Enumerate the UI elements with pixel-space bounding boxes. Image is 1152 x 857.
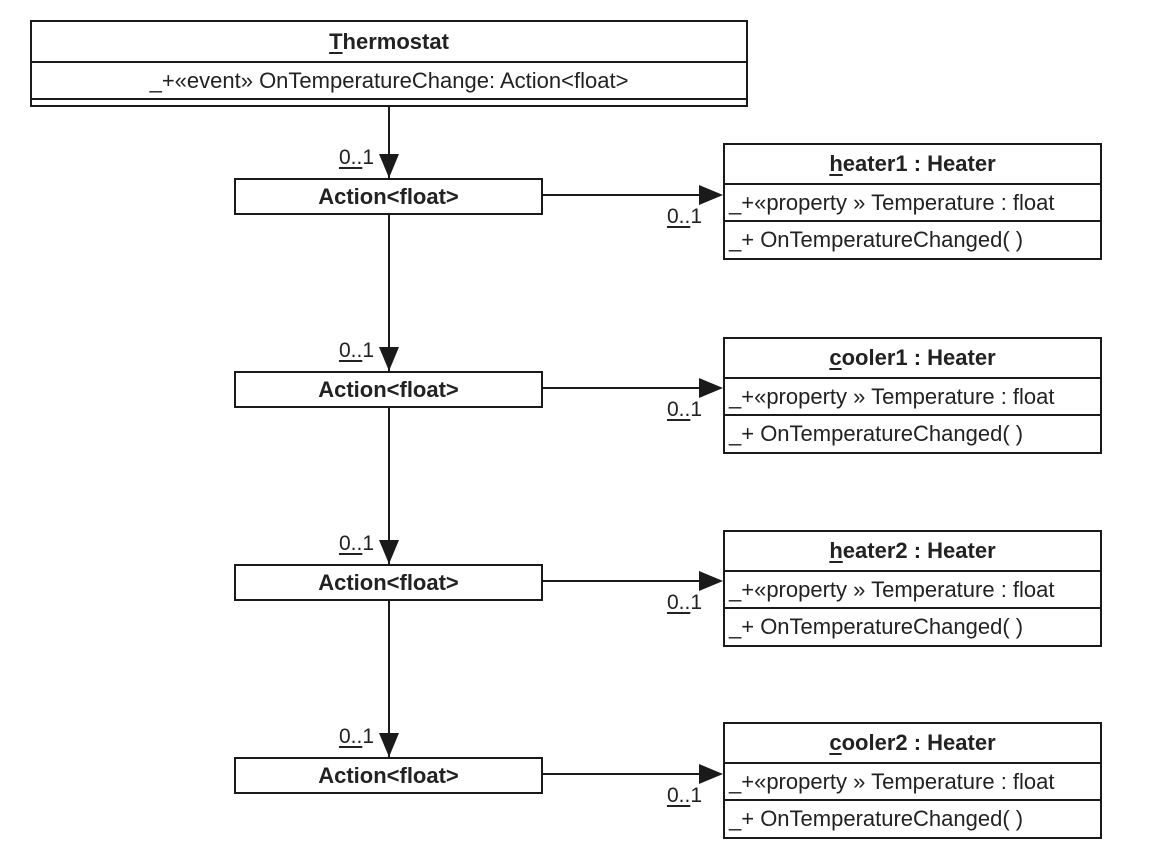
connector-action1-to-heater1 [543, 194, 703, 196]
instance-attribute: _+«property » Temperature : float [725, 377, 1100, 414]
arrowhead-right-icon [699, 185, 723, 205]
instance-title: cooler1 : Heater [829, 345, 996, 370]
instance-operation: _+ OnTemperatureChanged( ) [725, 414, 1100, 452]
multiplicity-label: 0..1 [338, 532, 374, 555]
thermostat-title: Thermostat [329, 29, 449, 54]
action-box-3[interactable]: Action<float> [234, 564, 543, 601]
connector-thermostat-to-action1 [388, 107, 390, 178]
connector-action3-to-action4 [388, 601, 390, 757]
arrowhead-right-icon [699, 571, 723, 591]
arrowhead-right-icon [699, 378, 723, 398]
instance-box-heater1[interactable]: heater1 : Heater _+«property » Temperatu… [723, 143, 1102, 260]
action-box-label: Action<float> [318, 377, 459, 402]
instance-box-cooler1[interactable]: cooler1 : Heater _+«property » Temperatu… [723, 337, 1102, 454]
arrowhead-right-icon [699, 764, 723, 784]
action-box-label: Action<float> [318, 184, 459, 209]
arrowhead-down-icon [379, 154, 399, 178]
action-box-4[interactable]: Action<float> [234, 757, 543, 794]
multiplicity-label: 0..1 [666, 398, 702, 421]
instance-attribute: _+«property » Temperature : float [725, 570, 1100, 607]
multiplicity-label: 0..1 [338, 146, 374, 169]
action-box-label: Action<float> [318, 570, 459, 595]
multiplicity-label: 0..1 [338, 339, 374, 362]
connector-action4-to-cooler2 [543, 773, 703, 775]
multiplicity-label: 0..1 [666, 205, 702, 228]
arrowhead-down-icon [379, 540, 399, 564]
multiplicity-label: 0..1 [338, 725, 374, 748]
instance-box-cooler2[interactable]: cooler2 : Heater _+«property » Temperatu… [723, 722, 1102, 839]
thermostat-event-attribute: _+«event» OnTemperatureChange: Action<fl… [32, 61, 746, 98]
connector-action3-to-heater2 [543, 580, 703, 582]
connector-action1-to-action2 [388, 215, 390, 371]
class-box-thermostat[interactable]: Thermostat _+«event» OnTemperatureChange… [30, 20, 748, 107]
instance-operation: _+ OnTemperatureChanged( ) [725, 607, 1100, 645]
instance-attribute: _+«property » Temperature : float [725, 762, 1100, 799]
thermostat-empty-compartment [32, 98, 746, 105]
multiplicity-label: 0..1 [666, 591, 702, 614]
instance-title: heater1 : Heater [829, 151, 996, 176]
instance-attribute: _+«property » Temperature : float [725, 183, 1100, 220]
connector-action2-to-action3 [388, 408, 390, 564]
instance-title: cooler2 : Heater [829, 730, 996, 755]
arrowhead-down-icon [379, 347, 399, 371]
action-box-1[interactable]: Action<float> [234, 178, 543, 215]
arrowhead-down-icon [379, 733, 399, 757]
action-box-2[interactable]: Action<float> [234, 371, 543, 408]
action-box-label: Action<float> [318, 763, 459, 788]
multiplicity-label: 0..1 [666, 784, 702, 807]
instance-box-heater2[interactable]: heater2 : Heater _+«property » Temperatu… [723, 530, 1102, 647]
instance-operation: _+ OnTemperatureChanged( ) [725, 220, 1100, 258]
instance-operation: _+ OnTemperatureChanged( ) [725, 799, 1100, 837]
connector-action2-to-cooler1 [543, 387, 703, 389]
instance-title: heater2 : Heater [829, 538, 996, 563]
